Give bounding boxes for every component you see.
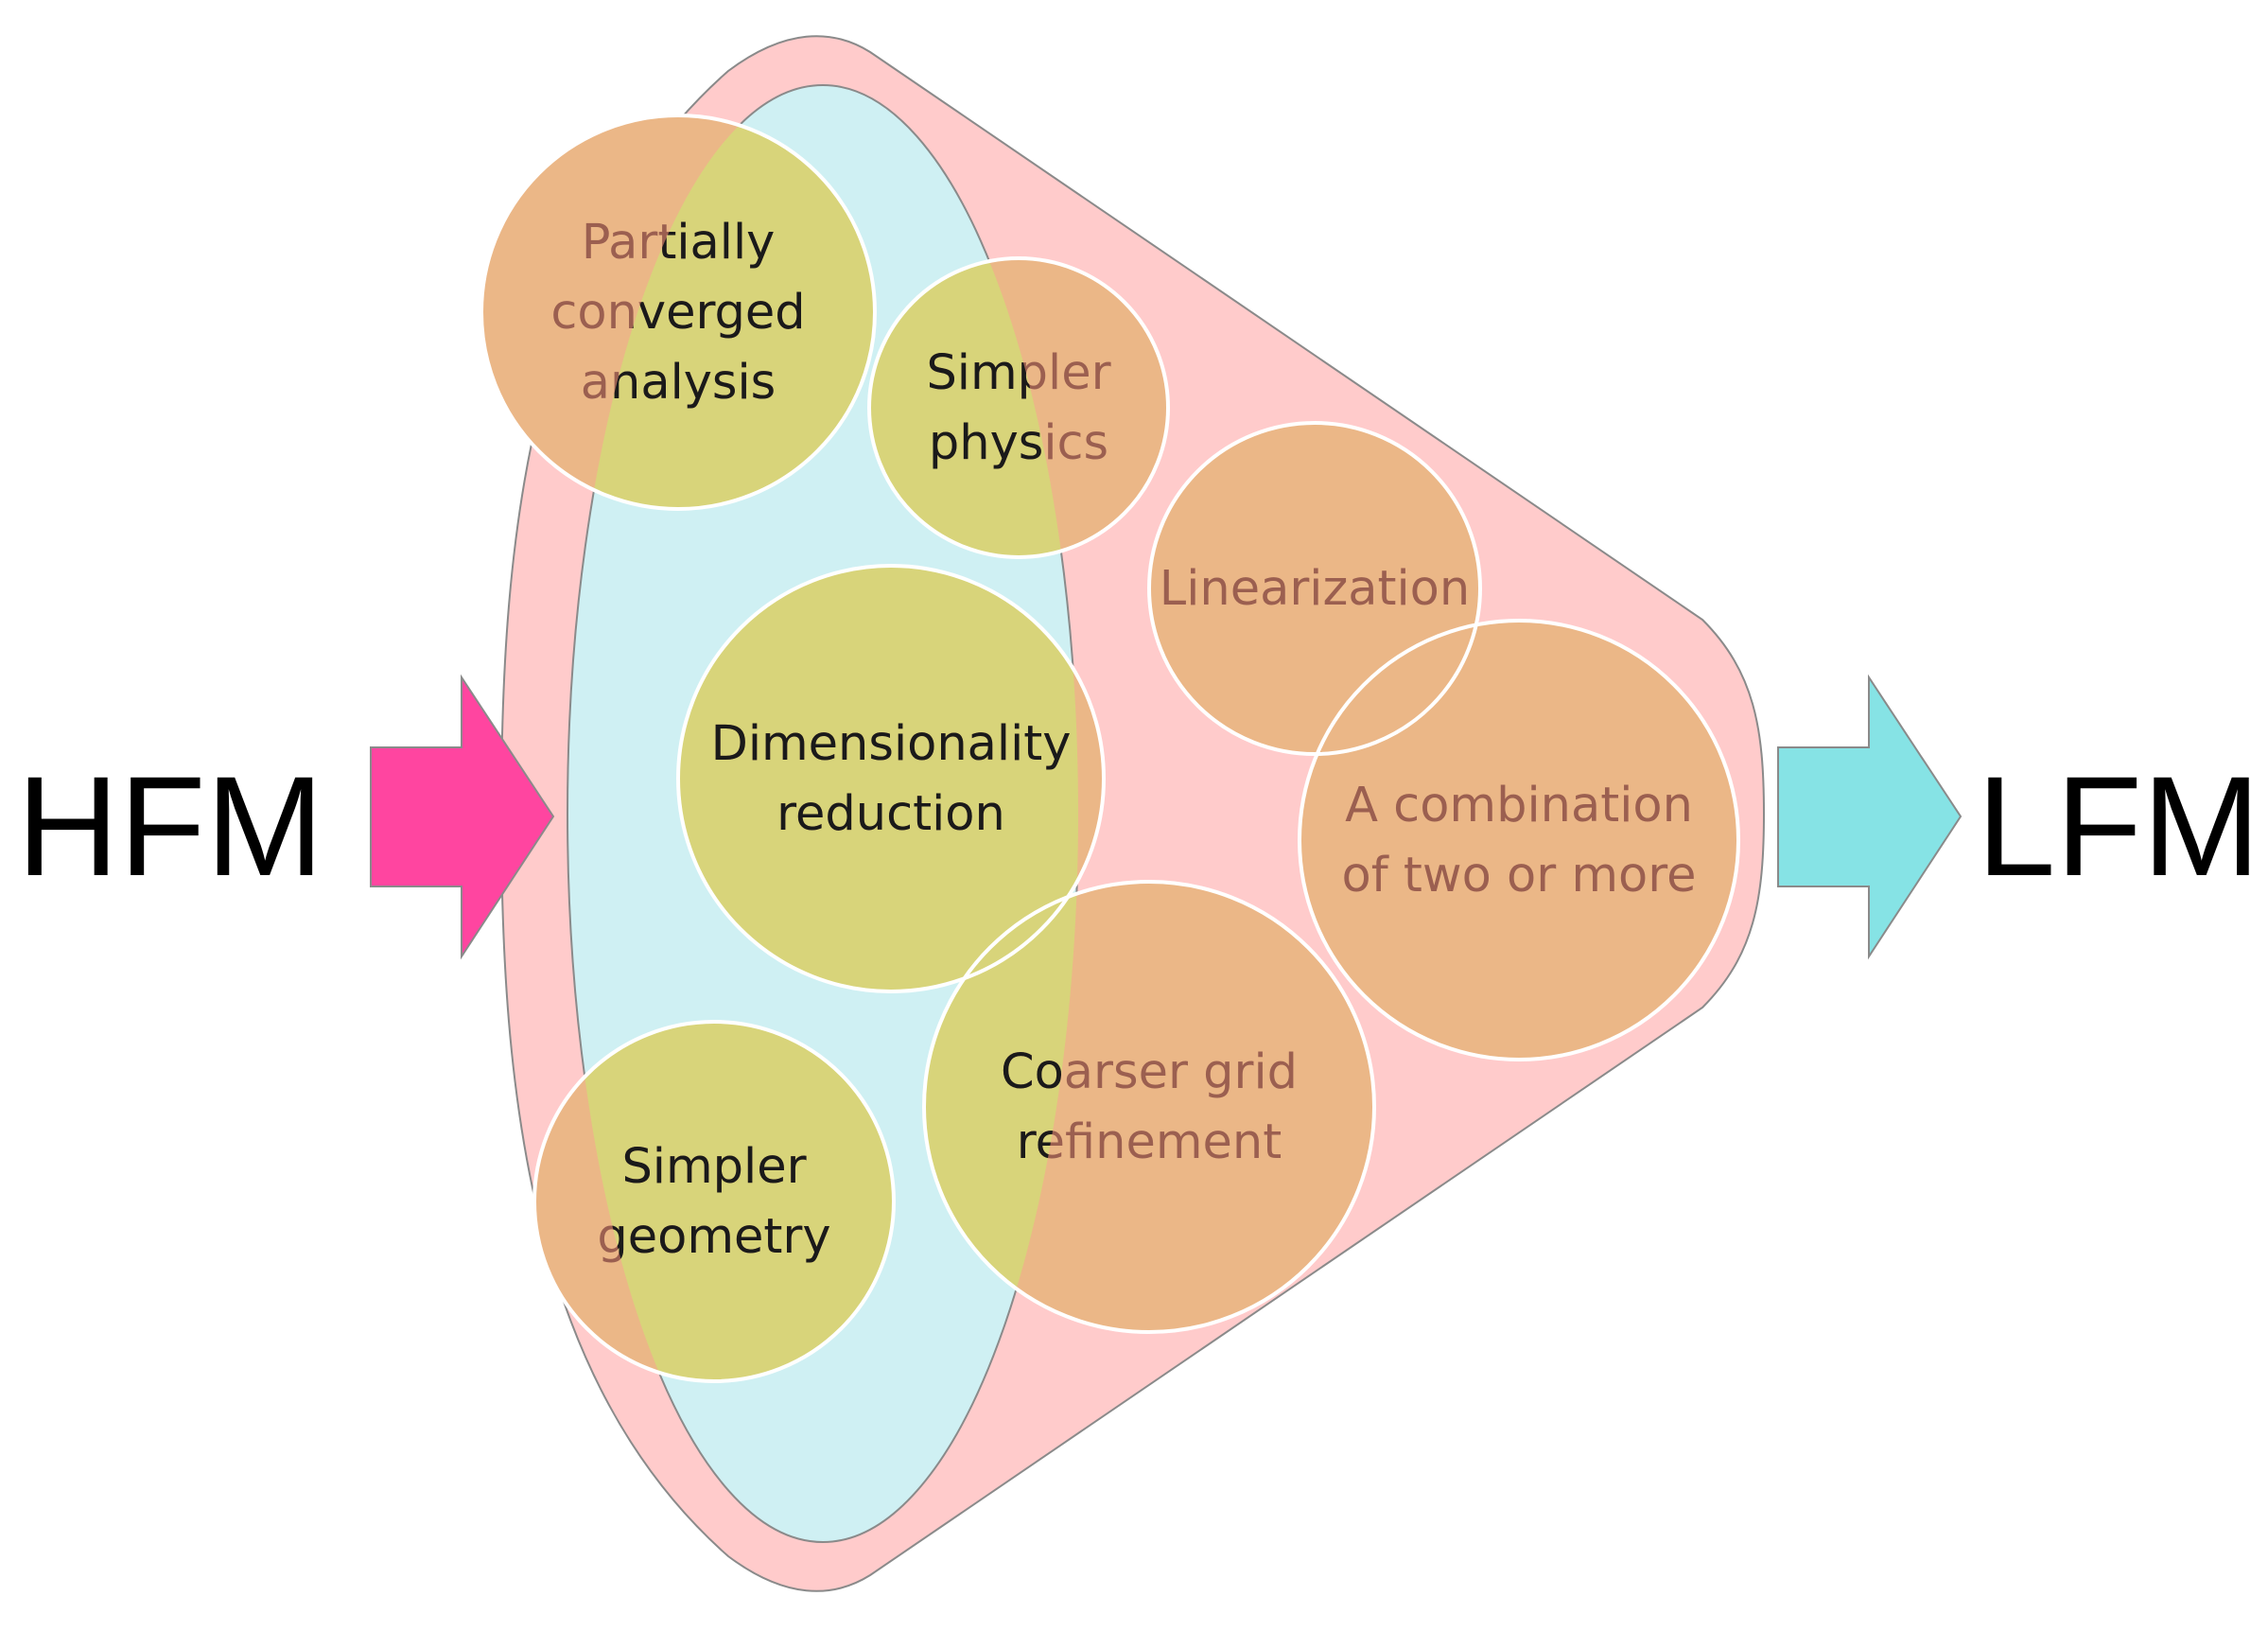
combination-label-line: of two or more <box>1342 848 1697 903</box>
partially-converged-label-line: analysis <box>581 355 776 411</box>
simpler-geometry-label-inside-line: geometry <box>597 1209 830 1265</box>
dimensionality-reduction-bubble-outline <box>676 564 1106 993</box>
dimensionality-reduction-label-line: reduction <box>776 786 1005 842</box>
simpler-geometry-label-inside-line: Simpler <box>621 1139 806 1195</box>
linearization-bubble-outline <box>1147 421 1482 756</box>
input-arrow <box>370 674 555 960</box>
combination-label-line: A combination <box>1345 778 1693 833</box>
lfm-label: LFM <box>1977 746 2260 905</box>
coarser-grid-label: Coarser grid refinement <box>1001 1044 1298 1170</box>
simpler-physics-label-line: physics <box>929 415 1108 471</box>
dimensionality-reduction-label-inside: Dimensionality reduction <box>711 716 1072 842</box>
simpler-geometry-bubble-outline <box>532 1020 896 1383</box>
simpler-physics-bubble-outline <box>867 256 1170 559</box>
simpler-geometry-label: Simpler geometry <box>597 1139 830 1265</box>
linearization-label: Linearization <box>1160 561 1470 617</box>
simpler-geometry-label-line: Simpler <box>621 1139 806 1195</box>
partially-converged-label-line: converged <box>550 285 805 341</box>
simpler-physics-label: Simpler physics <box>926 345 1110 471</box>
coarser-grid-label-line: refinement <box>1017 1114 1282 1170</box>
partially-converged-label: Partially converged analysis <box>550 215 805 411</box>
combination-bubble <box>1300 621 1738 1060</box>
dimensionality-reduction-label-inside-line: reduction <box>776 786 1005 842</box>
simpler-geometry-label-line: geometry <box>597 1209 830 1265</box>
dimensionality-reduction-label-inside-line: Dimensionality <box>711 716 1072 772</box>
combination-label: A combination of two or more <box>1342 778 1697 903</box>
linearization-label-line: Linearization <box>1160 561 1470 617</box>
partially-converged-label-line: Partially <box>582 215 776 271</box>
simpler-physics-label-line: Simpler <box>926 345 1110 401</box>
simpler-geometry-label-inside: Simpler geometry <box>597 1139 830 1265</box>
output-arrow <box>1777 674 1963 960</box>
hfm-label: HFM <box>17 746 324 905</box>
dimensionality-reduction-bubble-inside <box>678 566 1078 991</box>
dimensionality-reduction-label: Dimensionality reduction <box>711 716 1072 842</box>
combination-bubble-outline <box>1298 619 1740 1061</box>
coarser-grid-label-line: Coarser grid <box>1001 1044 1298 1100</box>
coarser-grid-bubble-outline <box>922 880 1376 1334</box>
simpler-physics-bubble-inside <box>869 258 1078 557</box>
dimensionality-reduction-label-line: Dimensionality <box>711 716 1072 772</box>
partially-converged-bubble-outline <box>480 114 877 511</box>
bubbles-ring-layer <box>480 114 1740 1383</box>
